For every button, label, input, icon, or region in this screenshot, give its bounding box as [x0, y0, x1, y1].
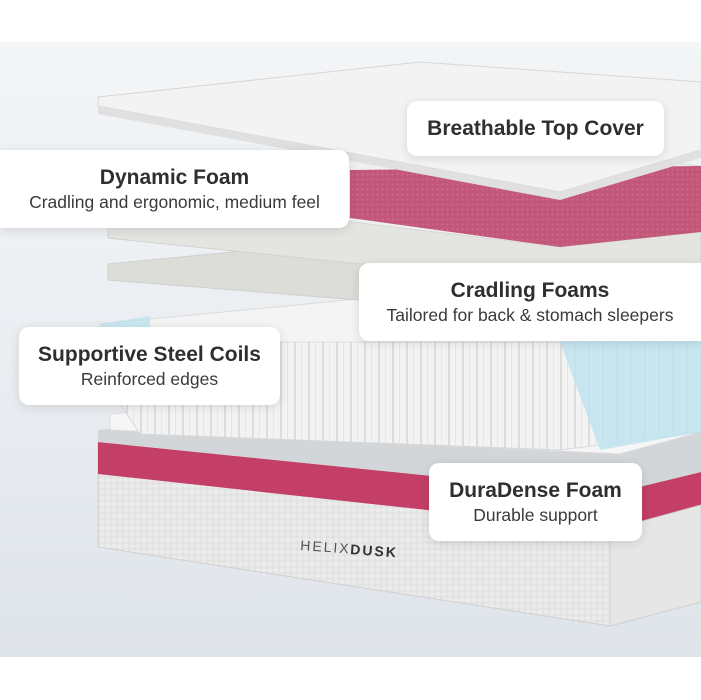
top-cover-layer: [97, 61, 701, 200]
callout-subtitle: Reinforced edges: [80, 368, 219, 389]
callout-subtitle: Tailored for back & stomach sleepers: [386, 304, 674, 325]
callout-cradling-foams: Cradling Foams Tailored for back & stoma…: [359, 263, 701, 341]
callout-top-cover: Breathable Top Cover: [407, 101, 664, 156]
callout-subtitle: Cradling and ergonomic, medium feel: [29, 191, 320, 212]
callout-subtitle: Durable support: [473, 504, 598, 525]
callout-title: DuraDense Foam: [449, 478, 622, 502]
callout-title: Breathable Top Cover: [427, 116, 644, 140]
callout-steel-coils: Supportive Steel Coils Reinforced edges: [19, 327, 280, 405]
callout-title: Supportive Steel Coils: [38, 342, 261, 366]
callout-title: Cradling Foams: [450, 278, 610, 302]
callout-duradense: DuraDense Foam Durable support: [429, 463, 642, 541]
callout-dynamic-foam: Dynamic Foam Cradling and ergonomic, med…: [0, 150, 349, 228]
model-label: DUSK: [350, 541, 399, 560]
brand-label: HELIX: [300, 537, 351, 556]
callout-title: Dynamic Foam: [99, 165, 250, 189]
